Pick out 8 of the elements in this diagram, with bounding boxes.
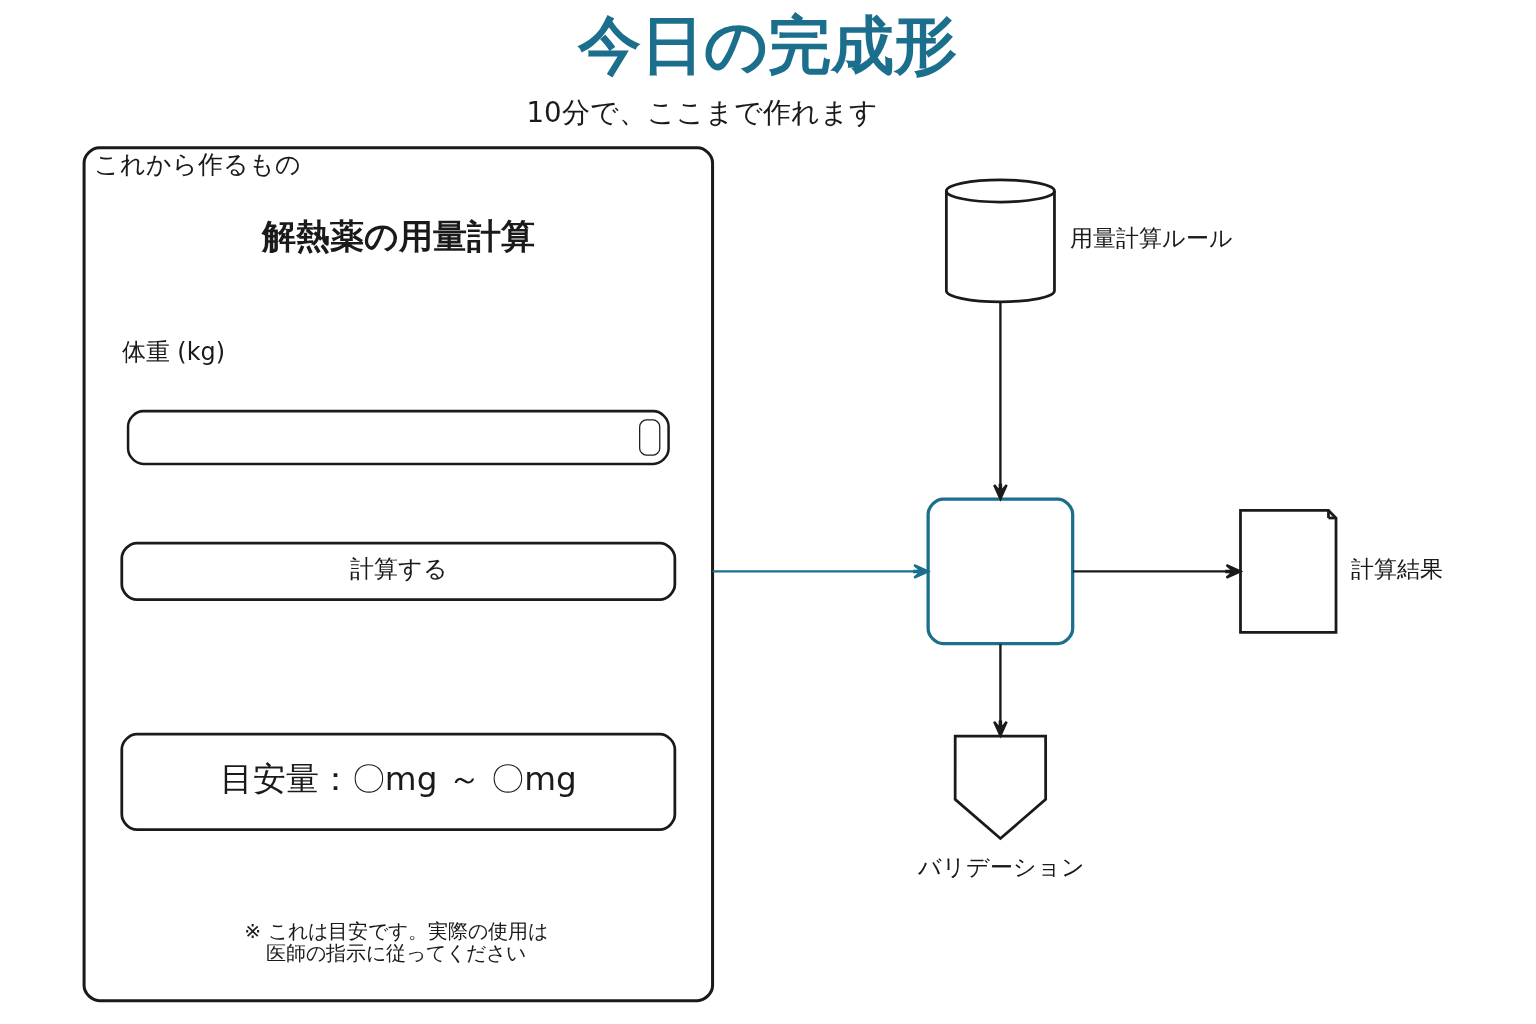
label: 解熱薬の用量計算 [261, 216, 535, 256]
node-label: バリデーション [917, 854, 1085, 881]
label: 10分で、ここまで作れます [526, 96, 878, 130]
label: ※ これは目安です。実際の使用は医師の指示に従ってください [243, 918, 548, 966]
label: 体重 (kg) [121, 337, 225, 366]
node-label: 用量計算ルール [1069, 225, 1233, 252]
node-label: 計算結果 [1350, 555, 1443, 582]
diagram-title: 今日の完成形 [577, 9, 957, 83]
